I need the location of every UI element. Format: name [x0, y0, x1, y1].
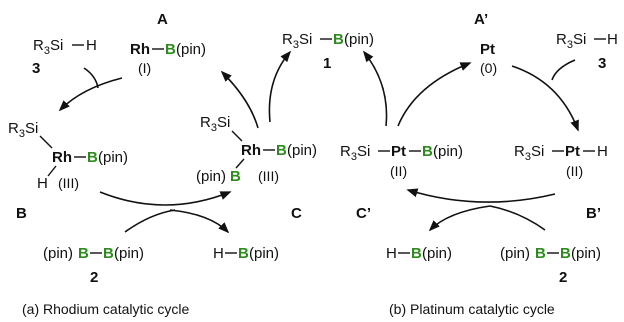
pin-group: (pin) [196, 168, 226, 185]
arrow-HBpin-out-pt [428, 205, 491, 232]
caption-platinum-cycle: (b) Platinum catalytic cycle [389, 301, 555, 317]
arrow-Cprime-to-Aprime [397, 62, 472, 127]
rhodium-symbol: Rh [241, 142, 261, 159]
species-Aprime-Pt0: Pt (0) [480, 41, 497, 76]
svg-text:H: H [607, 31, 618, 48]
oxidation-state-I: (I) [138, 60, 151, 76]
compound-number-3-rh: 3 [32, 60, 40, 77]
reaction-arrows [58, 50, 579, 234]
subscript-3: 3 [44, 45, 50, 57]
species-B-Rh-III: R3Si Rh B (pin) H (III) [8, 120, 128, 192]
arrow-Bprime-to-Cprime [406, 188, 556, 203]
label-B: B [16, 205, 27, 222]
svg-text:R3Si: R3Si [33, 37, 63, 57]
compound-number-3-pt: 3 [598, 55, 606, 72]
svg-text:B: B [560, 245, 571, 262]
svg-text:B: B [411, 245, 422, 262]
diboron-B2pin2-pt: (pin) B B (pin) 2 [500, 245, 601, 286]
r-group: R [33, 37, 44, 54]
boron-symbol: B [230, 168, 241, 185]
hydrogen-symbol: H [37, 175, 48, 192]
label-A: A [157, 11, 168, 28]
svg-text:R3Si: R3Si [514, 143, 544, 163]
compound-number-2-pt: 2 [559, 269, 567, 286]
svg-text:H: H [213, 245, 224, 262]
rhodium-symbol: Rh [130, 41, 150, 58]
oxidation-state-III: (III) [58, 175, 79, 191]
svg-text:R3Si: R3Si [282, 31, 312, 51]
label-C-prime: C’ [356, 205, 371, 222]
bond-Rh-H [47, 165, 57, 177]
HBpin-pt: H B (pin) [386, 245, 452, 262]
arrow-diboron-2-in [124, 209, 176, 233]
silane-R3SiH-rh: R3Si H 3 [32, 37, 97, 77]
species-Bprime-PtII: R3Si Pt H (II) [514, 143, 608, 179]
product-R3Si-Bpin: R3Si B (pin) 1 [282, 31, 374, 72]
arrow-A-to-B [58, 77, 123, 112]
svg-text:B: B [333, 31, 344, 48]
compound-number-1: 1 [323, 55, 331, 72]
silane-R3SiH-pt: R3Si H 3 [556, 31, 618, 72]
arrow-Cprime-to-product-1 [362, 50, 388, 127]
svg-text:(pin): (pin) [344, 31, 374, 48]
oxidation-state-III: (III) [258, 168, 279, 184]
label-A-prime: A’ [474, 11, 488, 28]
pin-group: (pin) [176, 41, 206, 58]
arrow-B-to-C [99, 191, 232, 206]
svg-text:R3Si: R3Si [556, 31, 586, 51]
svg-text:(pin): (pin) [500, 245, 530, 262]
oxidation-state-0: (0) [480, 60, 497, 76]
svg-text:R3Si: R3Si [340, 143, 370, 163]
arrow-C-to-A [220, 70, 259, 129]
svg-text:(pin): (pin) [114, 245, 144, 262]
arrow-silane-3-in [83, 67, 99, 89]
svg-text:(pin): (pin) [249, 245, 279, 262]
svg-text:B: B [103, 245, 114, 262]
svg-text:(pin): (pin) [43, 245, 73, 262]
svg-text:H: H [386, 245, 397, 262]
platinum-symbol: Pt [480, 41, 495, 58]
HBpin-rh: H B (pin) [213, 245, 279, 262]
svg-text:B: B [535, 245, 546, 262]
species-A-Rh-Bpin: Rh B (pin) (I) [130, 41, 206, 76]
svg-text:(pin): (pin) [287, 142, 317, 159]
svg-text:R3Si: R3Si [8, 120, 38, 140]
svg-text:B: B [87, 149, 98, 166]
arrow-C-to-product-1 [268, 50, 292, 123]
svg-text:(pin): (pin) [571, 245, 601, 262]
boron-symbol: B [165, 41, 176, 58]
caption-rhodium-cycle: (a) Rhodium catalytic cycle [22, 301, 189, 317]
svg-text:(pin): (pin) [98, 149, 128, 166]
arrow-HBpin-out [169, 209, 230, 234]
svg-text:Pt: Pt [391, 143, 406, 160]
diboron-B2pin2-rh: (pin) B B (pin) 2 [43, 245, 144, 286]
arrow-silane-3-in-pt [551, 59, 576, 81]
svg-text:(pin): (pin) [433, 143, 463, 160]
species-Cprime-PtII: R3Si Pt B (pin) (II) [340, 143, 463, 179]
bond-Si-Rh [39, 135, 53, 149]
arrow-Aprime-to-Bprime [511, 65, 579, 132]
hydrogen-symbol: H [86, 37, 97, 54]
label-C: C [291, 205, 302, 222]
label-B-prime: B’ [586, 205, 601, 222]
svg-text:B: B [276, 142, 287, 159]
arrow-diboron-2-in-pt [489, 205, 546, 231]
svg-text:B: B [422, 143, 433, 160]
silicon-symbol: Si [50, 37, 63, 54]
svg-text:(pin): (pin) [422, 245, 452, 262]
rhodium-symbol: Rh [52, 149, 72, 166]
svg-text:B: B [238, 245, 249, 262]
svg-text:(II): (II) [566, 163, 583, 179]
svg-text:(II): (II) [390, 163, 407, 179]
svg-text:B: B [78, 245, 89, 262]
svg-text:H: H [597, 143, 608, 160]
svg-text:R3Si: R3Si [200, 114, 230, 134]
svg-text:Pt: Pt [565, 143, 580, 160]
compound-number-2-rh: 2 [90, 269, 98, 286]
species-C-Rh-III: R3Si Rh B (pin) (pin) B (III) [196, 114, 317, 185]
